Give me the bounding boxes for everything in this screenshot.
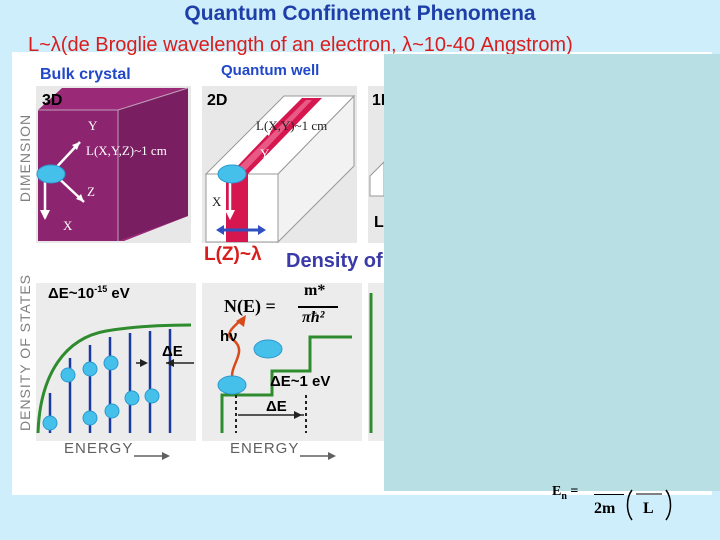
wire-length-label: L: [374, 214, 384, 231]
well-delta-e-label: ΔE~1 eV: [270, 373, 331, 390]
dos-curve: [36, 323, 192, 434]
well-energy-axis: [300, 452, 336, 460]
bulk-x-label: X: [63, 218, 73, 233]
quantum-well-front-stripe: [226, 174, 248, 242]
dimension-2d-label: 2D: [207, 92, 228, 109]
dos-formula-denominator: πħ²: [302, 309, 325, 326]
well-size-label: L(X,Y)~1 cm: [256, 118, 328, 133]
excited-electron-icon: [253, 339, 283, 359]
well-y-label: Y: [260, 146, 270, 161]
well-delta-label: ΔE: [266, 398, 287, 415]
bulk-dos-plot: [36, 283, 196, 441]
ground-electron-icon: [217, 375, 247, 395]
bulk-crystal-heading: Bulk crystal: [40, 66, 131, 83]
bulk-delta-e-label: ΔE~10-15 eV: [48, 284, 130, 302]
bulk-size-label: L(X,Y,Z)~1 cm: [86, 143, 167, 158]
y-axis-arrow: [231, 127, 273, 171]
bulk-energy-axis: [134, 452, 170, 460]
slide-title: Quantum Confinement Phenomena: [184, 2, 536, 25]
bulk-energy-label: ENERGY: [64, 440, 134, 457]
dos-formula-numerator: m*: [304, 282, 326, 299]
energy-formula-length: L: [643, 500, 654, 517]
electron-icon: [217, 164, 247, 184]
electron-icon: [36, 164, 66, 184]
dimension-axis-label: DIMENSION: [17, 113, 33, 203]
wire-dos-plot: [368, 283, 388, 441]
crystal-front-face: [38, 110, 118, 241]
well-energy-label: ENERGY: [230, 440, 300, 457]
quantum-well-diagram: [202, 86, 357, 244]
well-dos-plot: [202, 283, 362, 441]
dimension-3d-label: 3D: [42, 92, 63, 109]
well-x-label: X: [212, 194, 222, 209]
quantum-well-heading: Quantum well: [221, 62, 320, 79]
dos-step-curve: [220, 335, 352, 433]
density-of-states-axis-label: DENSITY OF STATES: [17, 273, 33, 431]
bulk-crystal-diagram: [36, 86, 191, 243]
overlay-panel: [384, 54, 720, 491]
photon-arrow: [228, 318, 243, 386]
energy-formula-parentheses: [626, 489, 672, 521]
bulk-y-label: Y: [88, 118, 98, 133]
energy-formula-lhs: En =: [552, 484, 579, 502]
energy-formula-bar: [594, 494, 624, 495]
energy-formula-denominator: 2m: [594, 500, 616, 517]
crystal-side-face: [118, 88, 188, 241]
lz-label: L(Z)~λ: [204, 244, 262, 265]
photon-label: hν: [220, 328, 238, 345]
subtitle: L~λ(de Broglie wavelength of an electron…: [28, 34, 573, 56]
bulk-z-label: Z: [87, 184, 95, 199]
dos-formula-lhs: N(E) =: [224, 296, 276, 316]
electron-icons: [42, 355, 160, 431]
bulk-delta-label: ΔE: [162, 343, 183, 360]
dos-formula-bar: [298, 306, 338, 308]
